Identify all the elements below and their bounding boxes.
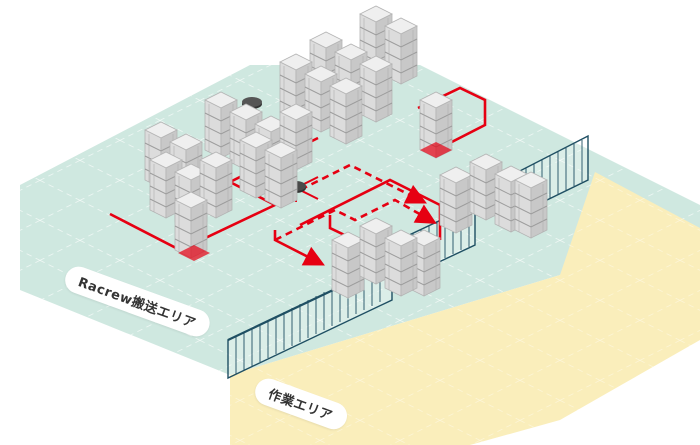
storage-rack-on-robot [178, 91, 453, 261]
work-area-grid [230, 172, 700, 445]
